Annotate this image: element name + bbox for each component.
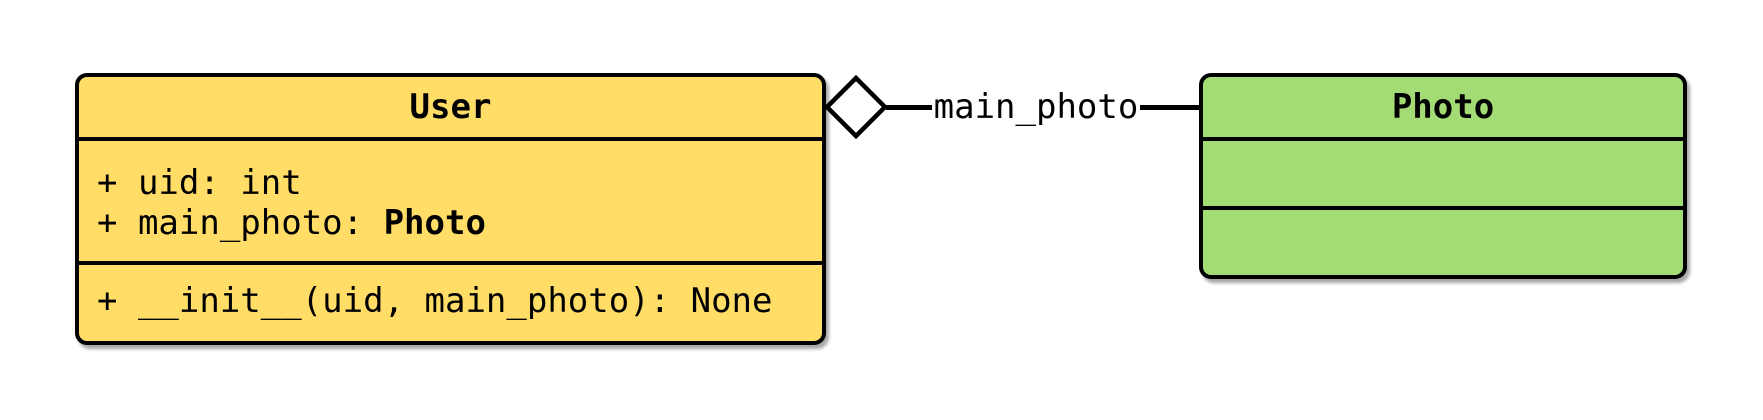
- attribute-type-bold: Photo: [383, 203, 486, 243]
- relationship-line: [1140, 105, 1199, 110]
- aggregation-diamond-icon: [824, 75, 888, 139]
- class-title-user: User: [79, 77, 822, 141]
- relationship-label: main_photo: [933, 87, 1139, 127]
- aggregation-diamond-shape: [824, 75, 888, 139]
- methods-compartment-user: + __init__(uid, main_photo): None: [79, 265, 822, 337]
- attribute-row: + main_photo: Photo: [97, 203, 486, 243]
- class-name-photo-label: Photo: [1391, 87, 1495, 127]
- attribute-row: + uid: int: [97, 163, 302, 203]
- class-box-photo: Photo: [1199, 73, 1687, 279]
- class-title-photo: Photo: [1203, 77, 1683, 141]
- method-row: + __init__(uid, main_photo): None: [97, 281, 773, 321]
- method-text: + __init__(uid, main_photo): None: [97, 281, 773, 321]
- attributes-compartment-photo: [1203, 141, 1683, 210]
- attributes-compartment-user: + uid: int+ main_photo: Photo: [79, 141, 822, 265]
- class-name-user-label: User: [409, 87, 492, 127]
- relationship-line: [886, 105, 932, 110]
- attribute-text: + uid: int: [97, 163, 302, 203]
- attribute-text: + main_photo:: [97, 203, 384, 243]
- class-box-user: User + uid: int+ main_photo: Photo + __i…: [75, 73, 826, 345]
- methods-compartment-photo: [1203, 210, 1683, 271]
